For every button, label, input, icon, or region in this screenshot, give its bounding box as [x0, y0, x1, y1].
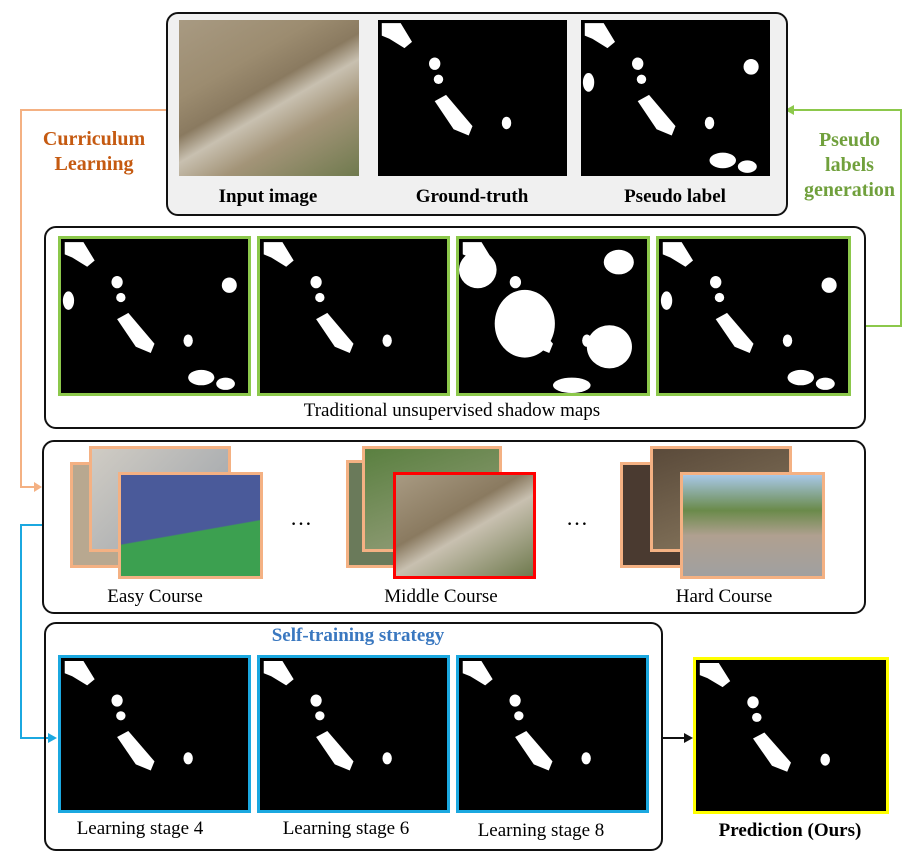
stage-label: Learning stage 4 — [76, 818, 204, 839]
stage-map — [456, 655, 649, 813]
unsupervised-map — [456, 236, 650, 396]
ellipsis: … — [290, 505, 312, 530]
input-image-label: Input image — [218, 186, 318, 207]
pseudo-line: generation — [803, 179, 896, 201]
shadow-mask — [64, 661, 193, 771]
shadow-mask — [459, 242, 634, 393]
shadow-mask — [263, 242, 392, 353]
self-training-panel — [44, 622, 663, 851]
arrow-head-icon — [48, 733, 57, 743]
shadow-mask — [660, 242, 837, 390]
arrow-head-icon — [785, 105, 794, 115]
hard-course-label: Hard Course — [675, 586, 773, 607]
unsupervised-panel — [44, 226, 866, 429]
curriculum-line: Learning — [54, 153, 134, 175]
prediction-label: Prediction (Ours) — [718, 820, 862, 841]
curriculum-connector — [20, 109, 22, 488]
shadow-mask — [582, 23, 759, 173]
unsupervised-map — [257, 236, 450, 396]
pseudo-label-map — [581, 20, 770, 176]
unsupervised-map — [656, 236, 851, 396]
hard-course-image — [680, 472, 825, 579]
ground-truth-map — [378, 20, 567, 176]
stage-label: Learning stage 8 — [477, 820, 605, 841]
pseudo-connector — [900, 109, 902, 327]
middle-course-image — [393, 472, 536, 579]
shadow-mask — [62, 242, 237, 390]
pseudo-line: Pseudo — [818, 129, 881, 151]
easy-course-label: Easy Course — [107, 586, 203, 607]
pseudo-connector — [866, 325, 902, 327]
curriculum-line: Curriculum — [42, 128, 146, 150]
arrow-head-icon — [34, 482, 42, 492]
stage-map — [257, 655, 450, 813]
pseudo-connector — [792, 109, 902, 111]
curriculum-connector — [20, 109, 166, 111]
self-training-connector — [20, 524, 44, 526]
pseudo-label-caption: Pseudo label — [624, 186, 726, 207]
ellipsis: … — [566, 505, 588, 530]
shadow-mask — [263, 661, 392, 771]
input-image — [179, 20, 359, 176]
self-training-connector — [20, 524, 22, 739]
ground-truth-label: Ground-truth — [415, 186, 529, 207]
stage-map — [58, 655, 251, 813]
unsupervised-map — [58, 236, 251, 396]
shadow-mask — [381, 23, 512, 136]
easy-course-image — [118, 472, 263, 579]
middle-course-label: Middle Course — [384, 586, 498, 607]
self-training-title: Self-training strategy — [271, 625, 445, 646]
arrow-head-icon — [684, 733, 693, 743]
course-panel — [42, 440, 866, 614]
unsupervised-caption: Traditional unsupervised shadow maps — [303, 400, 601, 421]
stage-label: Learning stage 6 — [282, 818, 410, 839]
prediction-map — [693, 657, 889, 814]
shadow-mask — [699, 663, 830, 772]
pseudo-line: labels — [825, 154, 874, 176]
shadow-mask — [462, 661, 591, 771]
pseudo-label-generation: Pseudo labels generation — [790, 128, 909, 203]
prediction-connector — [662, 737, 686, 739]
curriculum-connector — [20, 486, 36, 488]
curriculum-label: Curriculum Learning — [22, 127, 166, 177]
self-training-connector — [20, 737, 50, 739]
